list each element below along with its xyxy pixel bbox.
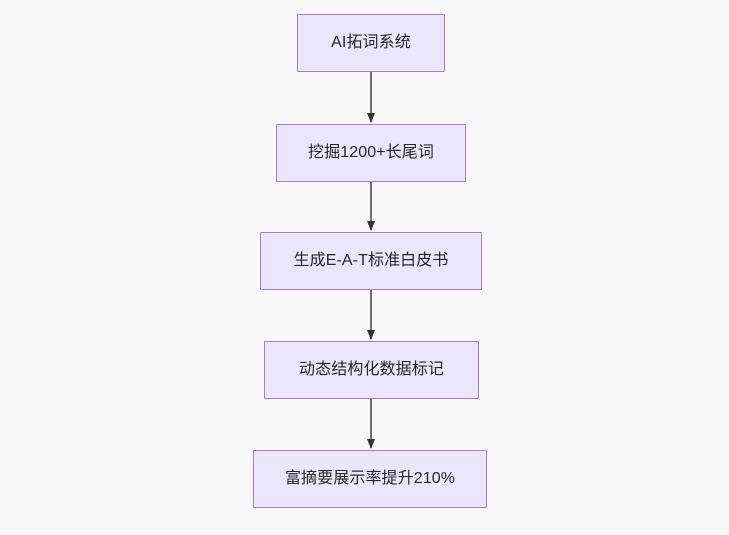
flow-node-dynamic-structured-data-markup[interactable]: 动态结构化数据标记 [264,341,479,399]
flow-node-label: 生成E-A-T标准白皮书 [293,252,449,269]
flow-node-label: 挖掘1200+长尾词 [308,144,434,161]
flow-node-label: 动态结构化数据标记 [299,361,444,378]
flow-node-label: AI拓词系统 [331,34,411,51]
flow-node-ai-keyword-system[interactable]: AI拓词系统 [297,14,445,72]
flow-node-generate-eat-whitepaper[interactable]: 生成E-A-T标准白皮书 [260,232,482,290]
flow-node-mine-longtail-keywords[interactable]: 挖掘1200+长尾词 [276,124,466,182]
flow-node-label: 富摘要展示率提升210% [284,470,456,487]
flow-node-rich-snippet-impression-lift[interactable]: 富摘要展示率提升210% [253,450,487,508]
